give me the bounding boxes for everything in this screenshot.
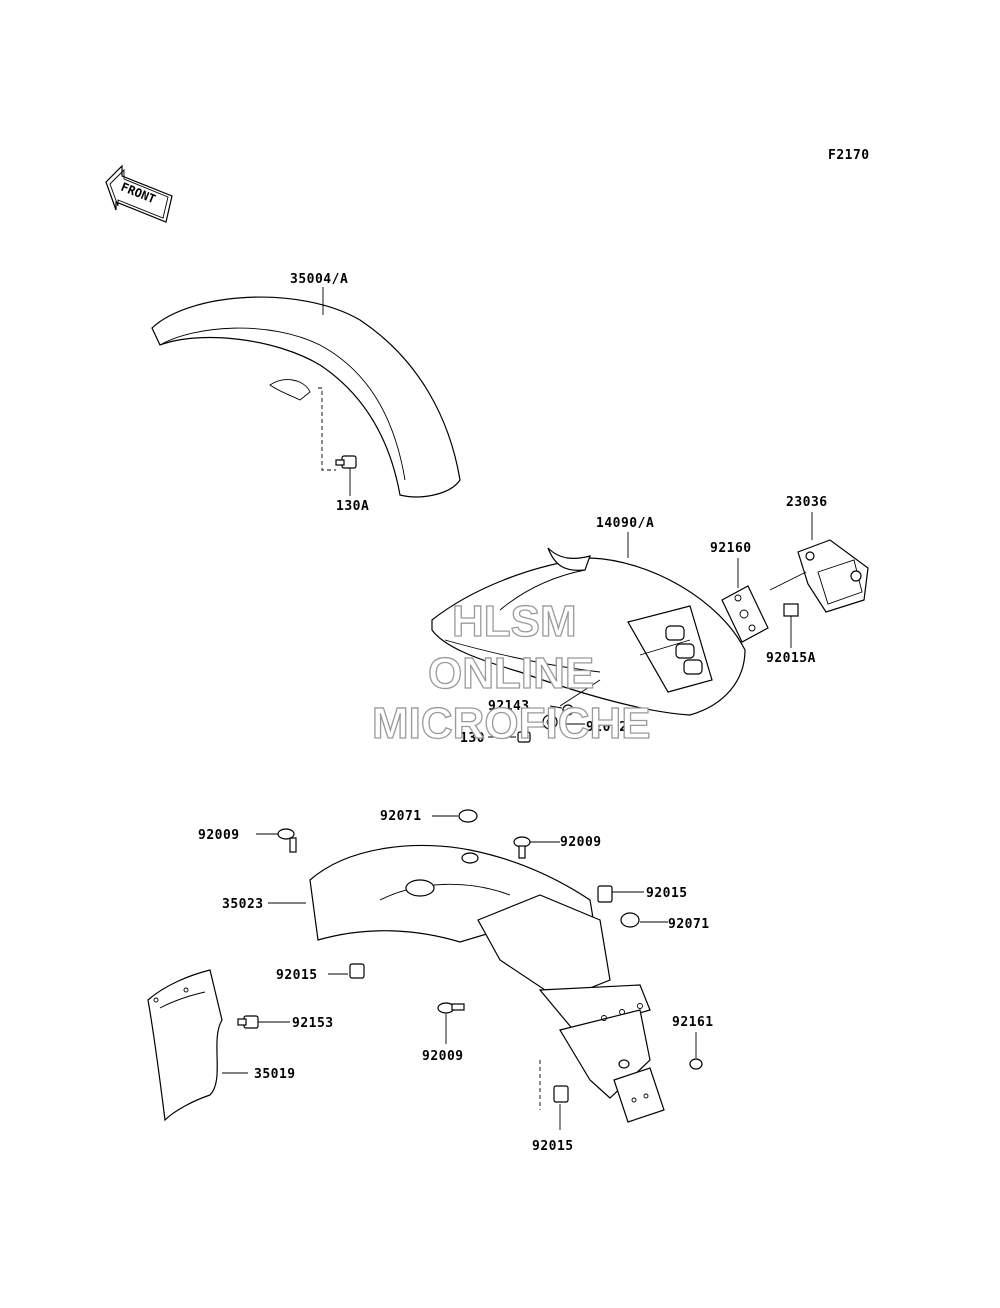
label-92161: 92161 (672, 1015, 714, 1030)
cap-92161: 92161 (618, 1015, 714, 1070)
label-92071-right: 92071 (668, 917, 710, 932)
mud-flap: 35019 (147, 969, 296, 1122)
label-35019: 35019 (254, 1067, 296, 1082)
label-92009-bottom: 92009 (422, 1049, 464, 1064)
label-92022: 92022 (586, 720, 628, 735)
bolt-92153: 92153 (237, 1015, 334, 1031)
bolt-130A (335, 455, 357, 469)
tail-lamp: 23036 (769, 495, 869, 613)
label-92015-right: 92015 (646, 886, 688, 901)
watermark-line-3: MICROFICHE (372, 699, 651, 748)
bolt-92009-mid: 92009 (513, 835, 602, 859)
label-23036: 23036 (786, 495, 828, 510)
label-92153: 92153 (292, 1016, 334, 1031)
label-130: 130 (460, 731, 485, 746)
fasteners-cover: 92143 92022 130 (460, 679, 628, 746)
front-fender: 35004/A 130A (151, 272, 461, 514)
label-92009-mid: 92009 (560, 835, 602, 850)
bolt-92009-bottom: 92009 (422, 1002, 465, 1064)
watermark: HLSM ONLINE MICROFICHE (371, 596, 651, 748)
bolt-92009-left: 92009 (198, 828, 297, 853)
label-92015-bottom: 92015 (532, 1139, 574, 1154)
collar-92015-bottom: 92015 (532, 1085, 574, 1154)
label-92009-left: 92009 (198, 828, 240, 843)
label-92015-left: 92015 (276, 968, 318, 983)
label-35004A: 35004/A (290, 272, 348, 287)
collar-92015-right: 92015 (597, 885, 688, 903)
watermark-line-1: HLSM (452, 597, 577, 646)
label-92071-top: 92071 (380, 809, 422, 824)
label-92160: 92160 (710, 541, 752, 556)
plate-bracket: 92160 (639, 541, 769, 656)
grommet-92071-top: 92071 (380, 809, 478, 824)
figure-code: F2170 (828, 148, 870, 163)
collar-92015-left: 92015 (276, 963, 365, 983)
front-arrow-icon: FRONT (105, 164, 173, 223)
label-130A: 130A (336, 499, 369, 514)
watermark-line-2: ONLINE (428, 649, 594, 698)
nut-92015A: 92015A (766, 603, 816, 666)
label-92143: 92143 (488, 699, 530, 714)
label-14090A: 14090/A (596, 516, 654, 531)
label-92015A: 92015A (766, 651, 816, 666)
rear-fender-cover: 14090/A (431, 516, 746, 716)
grommet-92071-right: 92071 (620, 912, 710, 932)
label-35023: 35023 (222, 897, 264, 912)
rear-fender-bracket (477, 894, 665, 1123)
